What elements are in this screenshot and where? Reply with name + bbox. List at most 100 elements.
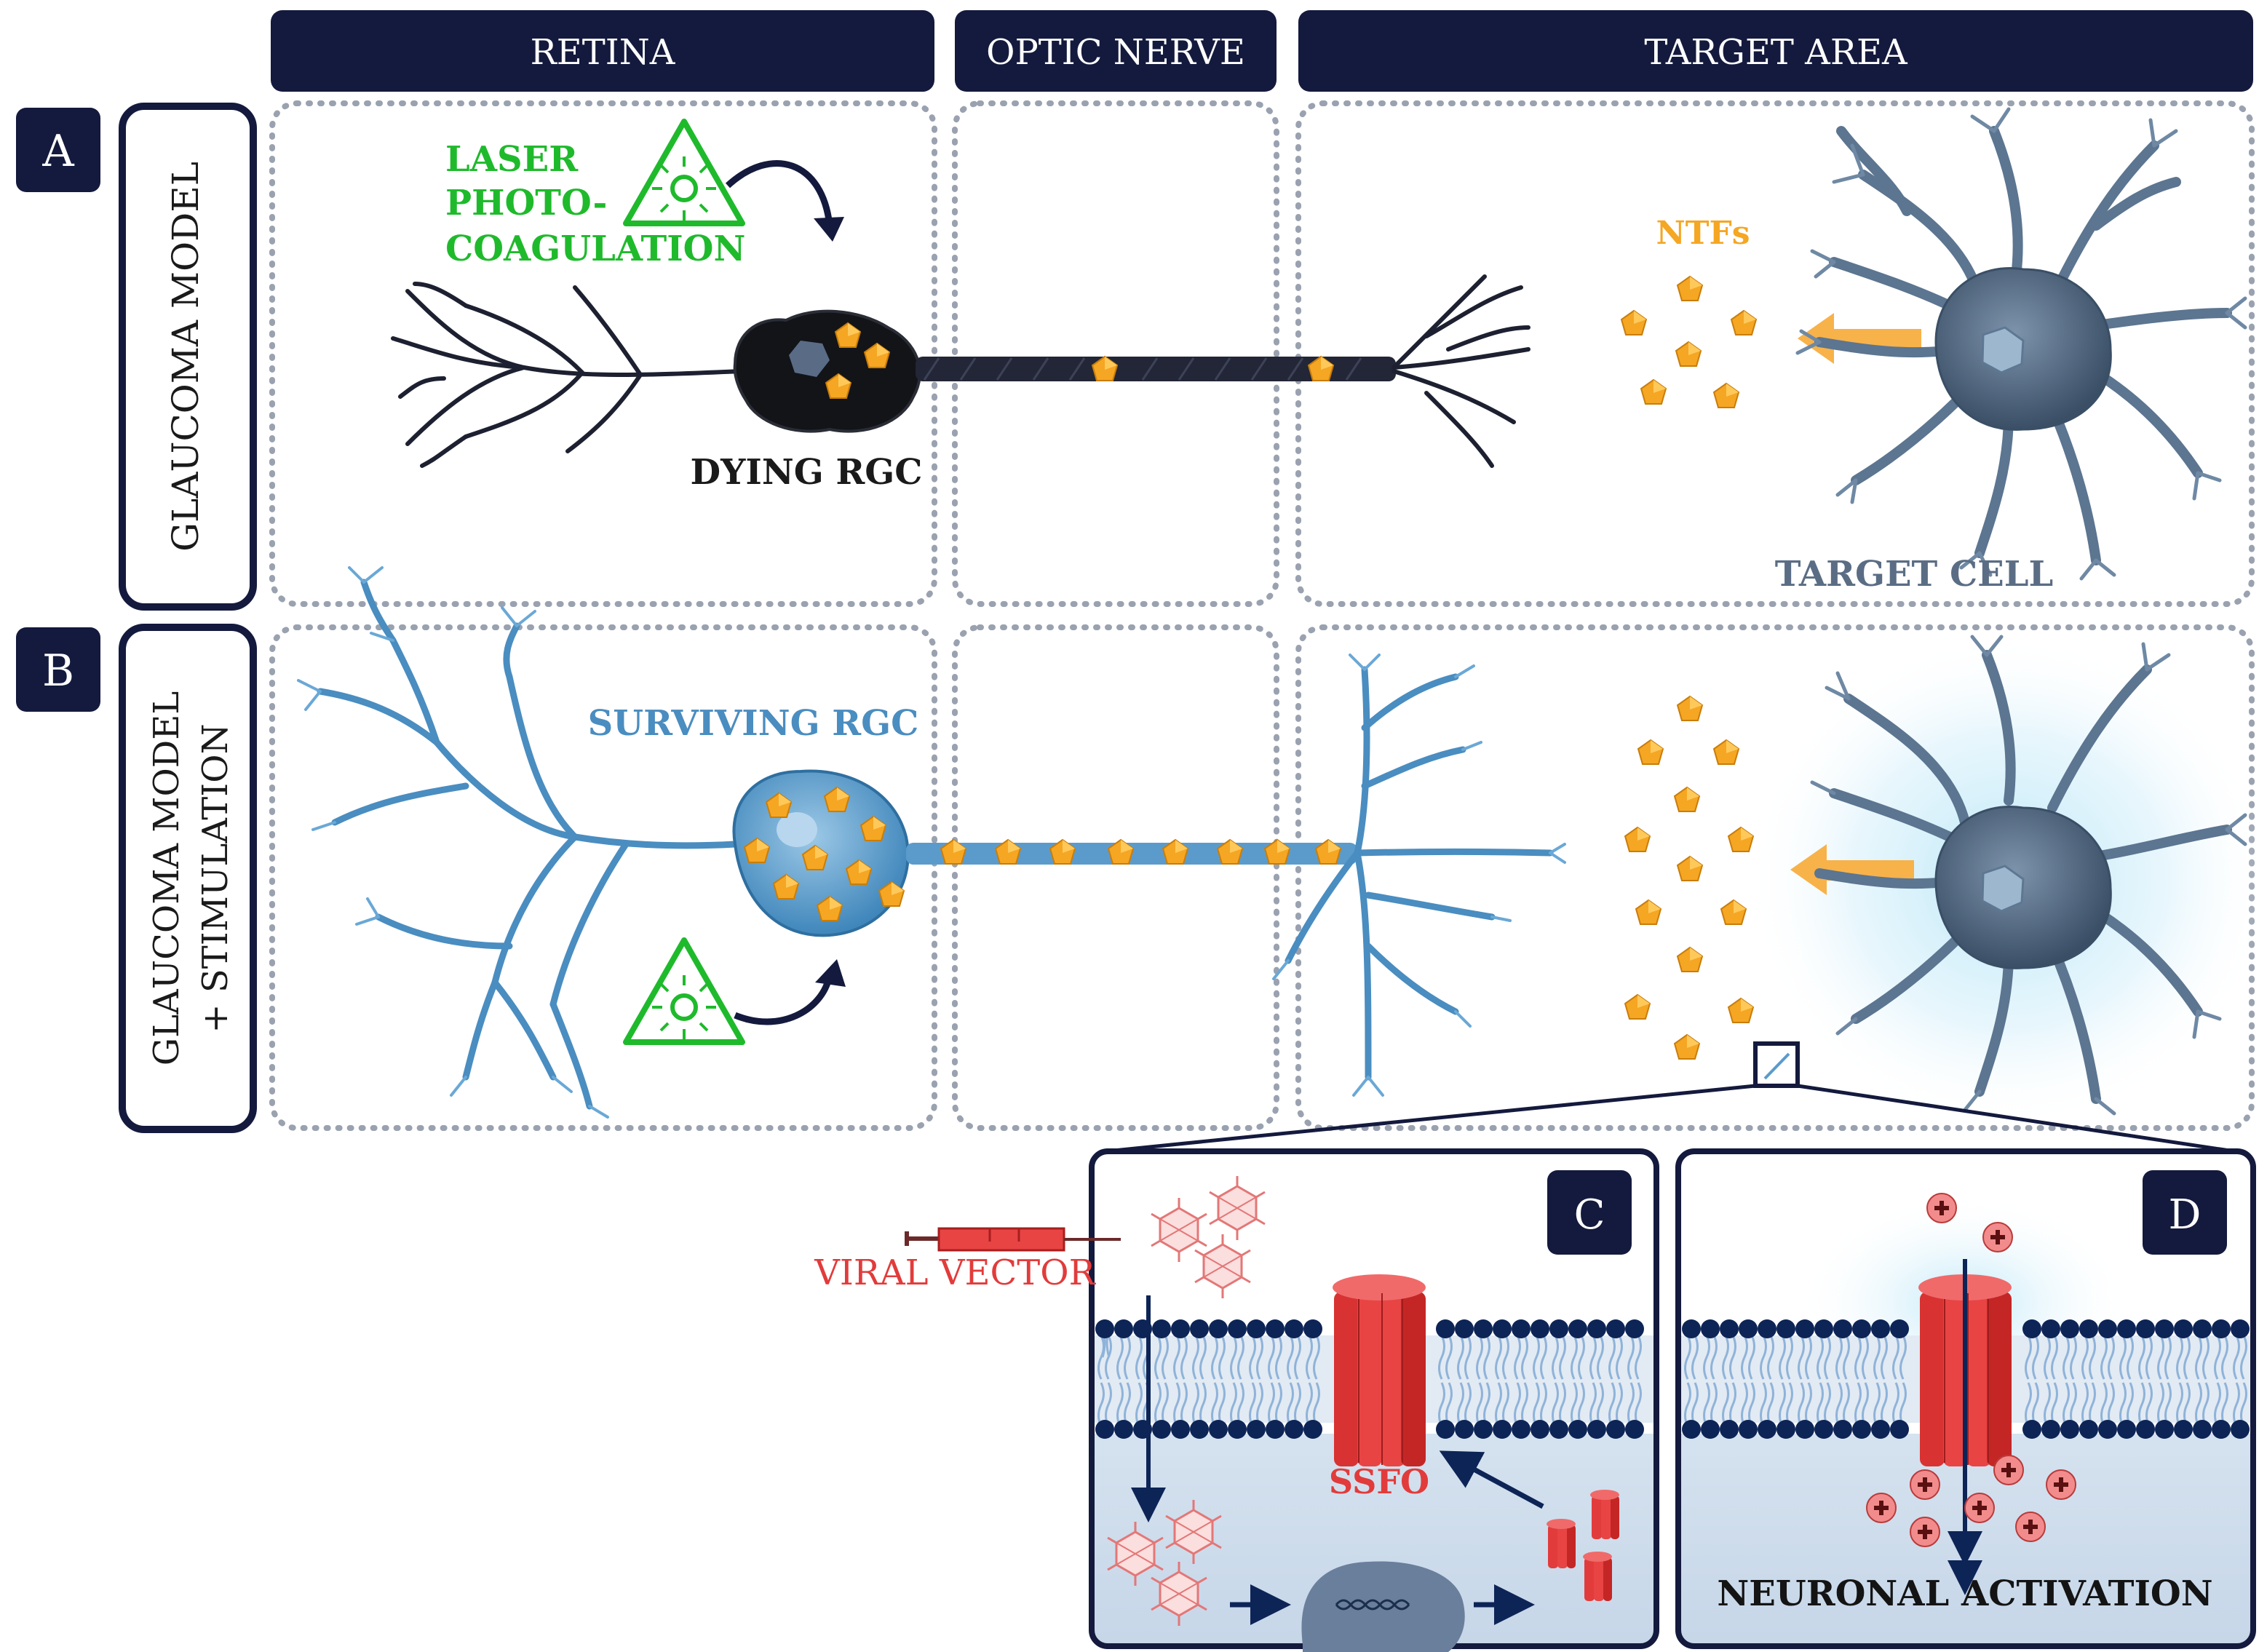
laser-warning-icon-b [623,937,745,1045]
lipid-head [1871,1420,1890,1439]
insertion-arrow [1439,1450,1544,1509]
lipid-head [1531,1319,1549,1338]
lipid-head [1776,1319,1795,1338]
surviving-rgc-label: SURVIVING RGC [588,703,919,744]
lipid-head [1776,1420,1795,1439]
lipid-head [2136,1420,2155,1439]
lipid-head [2193,1420,2212,1439]
cation-icon-3 [1910,1469,1940,1500]
ssfo-mini-1 [1547,1519,1576,1568]
lipid-head [1436,1420,1455,1439]
lipid-head [1890,1420,1909,1439]
lipid-head [2022,1319,2041,1338]
neuronal-activation-label: NEURONAL ACTIVATION [1717,1573,2212,1614]
lipid-head [1814,1420,1833,1439]
panel-a-optic-nerve [952,100,1279,607]
lipid-head [2174,1319,2193,1338]
lipid-head [2041,1420,2060,1439]
release-arrow-b [1790,844,1914,895]
dying-rgc-soma [733,309,921,433]
membrane-d-heads [1682,1319,2250,1439]
lipid-head [2212,1420,2231,1439]
ssfo-mini-3 [1583,1552,1612,1601]
laser-label: LASER PHOTO- COAGULATION [445,139,745,269]
target-cell-a [1795,107,2247,581]
panel-a-retina [269,100,937,607]
ntf-a-cluster-1 [1677,276,1703,301]
ntf-b-cloud [1624,696,1754,1060]
surviving-rgc-nucleus [777,812,817,847]
lipid-head [1228,1319,1247,1338]
panel-c-badge: C [1547,1170,1632,1255]
lipid-head [1531,1420,1549,1439]
lipid-head [1739,1420,1758,1439]
panel-d-badge: D [2143,1170,2227,1255]
lipid-head [1266,1319,1285,1338]
lipid-head [1682,1420,1701,1439]
cation-icon-2 [1982,1222,2013,1252]
lipid-head [1247,1420,1266,1439]
lipid-head [2079,1319,2098,1338]
lipid-head [1739,1319,1758,1338]
dying-rgc-label: DYING RGC [690,452,922,493]
lipid-head [1795,1319,1814,1338]
target-cell-label: TARGET CELL [1775,554,2054,595]
lipid-head [1303,1319,1322,1338]
lipid-head [1568,1319,1587,1338]
lipid-head [2155,1420,2174,1439]
lipid-head [1095,1420,1114,1439]
laser-label-line1: LASER [445,139,579,180]
lipid-head [1795,1420,1814,1439]
panel-a-target-area [1295,100,2255,607]
axon-terminal-b-fine [1272,654,1566,1097]
lipid-head [1549,1420,1568,1439]
axon-a-texture [923,357,1362,381]
ntf-a-cluster-5 [1640,379,1667,405]
laser-arrow-b-head [815,959,846,987]
lipid-head [1474,1420,1493,1439]
lipid-head [1228,1420,1247,1439]
ntfs-label: NTFs [1656,215,1750,252]
lipid-head [1512,1319,1531,1338]
target-cell-a-nucleus [1981,326,2025,374]
lipid-head [2212,1319,2231,1338]
lipid-head [1701,1420,1720,1439]
laser-arrow-a [725,160,833,226]
lipid-head [1682,1319,1701,1338]
lipid-head [1512,1420,1531,1439]
ssfo-channel-c [1332,1274,1426,1467]
zoom-line-left [1105,1084,1756,1153]
cation-icon-4 [1993,1455,2024,1485]
panel-b-optic-nerve [952,624,1279,1131]
row-a-badge: A [16,108,100,192]
lipid-head [2098,1420,2117,1439]
lipid-head [1720,1319,1739,1338]
lipid-head [2041,1319,2060,1338]
lipid-head [1852,1420,1871,1439]
lipid-head [2193,1319,2212,1338]
lipid-head [2060,1420,2079,1439]
lipid-head [1285,1319,1303,1338]
viral-vector-label: VIRAL VECTOR [814,1252,1096,1293]
lipid-head [1285,1420,1303,1439]
lipid-head [1190,1420,1209,1439]
release-arrow-a [1798,313,1921,364]
syringe-icon [905,1227,1121,1252]
lipid-head [1114,1319,1133,1338]
laser-label-line2: PHOTO- [445,183,607,223]
lipid-head [1209,1319,1228,1338]
row-b-badge: B [16,627,100,712]
lipid-head [1871,1319,1890,1338]
surviving-rgc-dendrites [317,579,739,1110]
dna-icon [1335,1599,1410,1611]
lipid-head [1720,1420,1739,1439]
ssfo-label: SSFO [1329,1462,1429,1501]
lipid-head [1171,1319,1190,1338]
lipid-head [1247,1319,1266,1338]
column-header-target-area-text: TARGET AREA [1644,32,1908,73]
row-a-label-box: GLAUCOMA MODEL [119,103,257,611]
ntf-a-cluster-6 [1713,383,1739,408]
surviving-rgc-fine-dendrites [297,566,609,1119]
lipid-head [1758,1319,1776,1338]
